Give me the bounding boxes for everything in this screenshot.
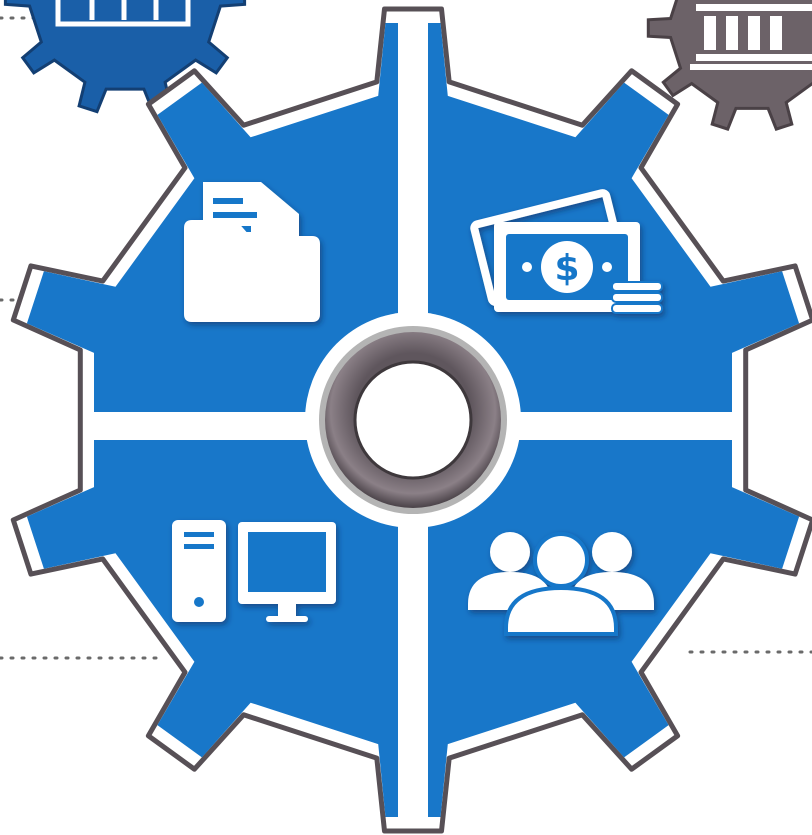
money-stack-icon: $	[470, 189, 663, 314]
building-icon	[55, 0, 191, 27]
bank-icon	[690, 4, 812, 70]
small-gear-top-right	[646, 0, 812, 131]
center-hub	[305, 312, 521, 528]
folder-icon	[184, 182, 320, 322]
small-gear-top-left	[3, 0, 247, 114]
svg-text:$: $	[554, 248, 579, 289]
computer-icon	[172, 520, 336, 622]
quadrant-icons: $	[172, 182, 663, 636]
people-group-icon	[468, 532, 654, 636]
